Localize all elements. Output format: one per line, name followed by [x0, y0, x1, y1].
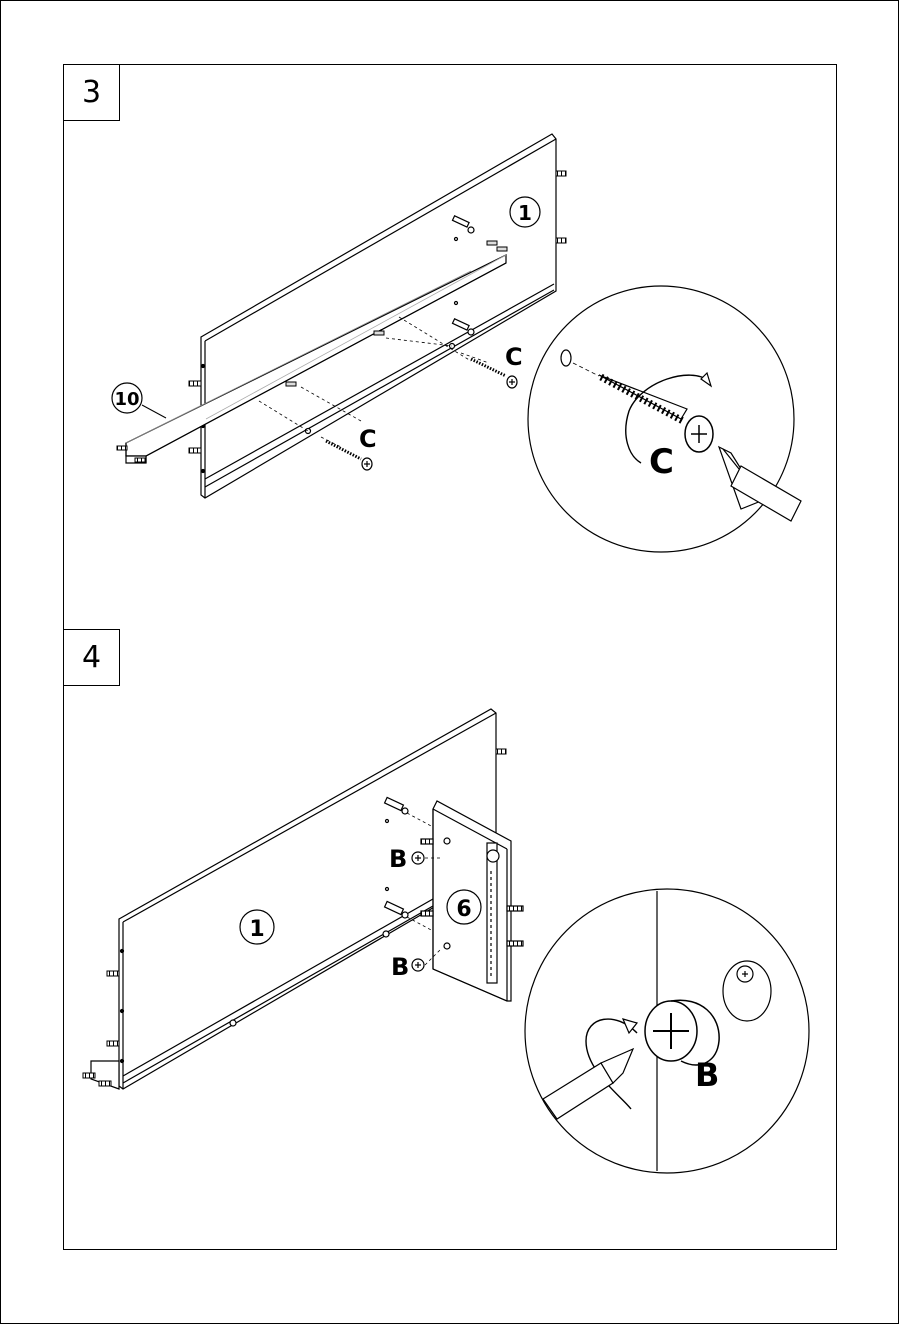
part-label: 10	[114, 389, 139, 410]
hardware-label: C	[505, 343, 523, 371]
hardware-label: C	[359, 425, 377, 453]
hardware-label-detail: B	[695, 1056, 719, 1094]
cam-lock-b	[412, 959, 424, 971]
cam-lock-b	[412, 852, 424, 864]
panel-1-board	[201, 134, 556, 498]
detail-circle-cam-lock	[525, 889, 809, 1173]
hardware-label: B	[391, 953, 409, 981]
hardware-label: B	[389, 845, 407, 873]
part-label: 6	[456, 897, 471, 922]
step-4-drawing: B B B 1 6	[83, 709, 809, 1173]
part-label: 1	[249, 917, 264, 942]
detail-circle-screw	[528, 286, 801, 552]
part-label: 1	[518, 201, 532, 225]
step-3-drawing: C C C 1 10	[112, 134, 801, 552]
hardware-label-detail: C	[649, 442, 674, 482]
